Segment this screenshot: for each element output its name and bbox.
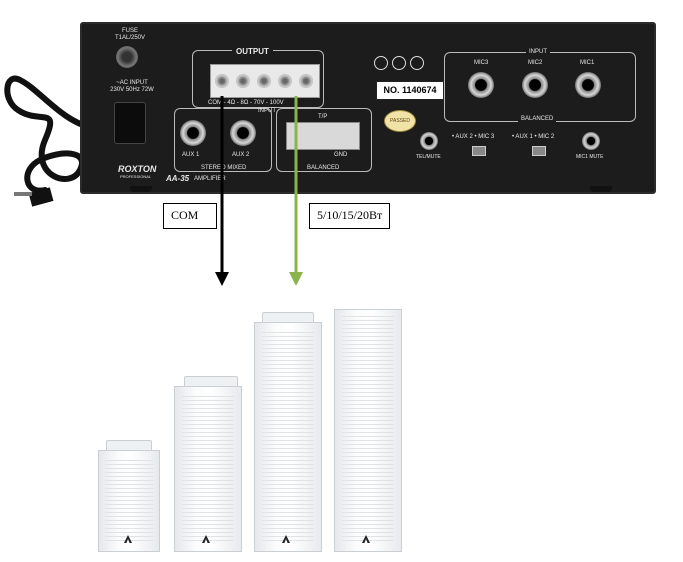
balanced-terminal-block (286, 122, 360, 150)
passed-sticker: PASSED (384, 110, 416, 132)
amplifier-word: AMPLIFIER (194, 176, 226, 182)
switch1-toggle[interactable] (472, 146, 486, 156)
speaker-xlarge-logo-icon (362, 535, 370, 543)
switch2-toggle[interactable] (532, 146, 546, 156)
watts-callout: 5/10/15/20Вт (309, 203, 391, 229)
aux1-label: AUX 1 (182, 152, 200, 158)
mic3-label: MIC3 (474, 60, 489, 66)
model-label: AA-35 (166, 174, 190, 183)
aux1-jack[interactable] (180, 120, 206, 146)
mic1mute-label: MIC1 MUTE (576, 154, 604, 160)
terminal-label: COM - 4Ω - 8Ω - 70V - 100V (208, 100, 284, 106)
ac-input-label: ~AC INPUT 230V 50Hz 72W (110, 80, 154, 93)
mic1-jack[interactable] (575, 72, 601, 98)
brand-sub: PROFESSIONAL (120, 174, 152, 179)
balanced-input-box (276, 108, 372, 172)
amplifier-foot-left (130, 186, 152, 192)
mic2-jack[interactable] (522, 72, 548, 98)
balanced-label: BALANCED (304, 165, 343, 171)
speaker-medium-logo-icon (202, 535, 210, 543)
fuse-holder[interactable] (116, 46, 138, 68)
ac-input-socket (114, 102, 146, 144)
terminal-screw-8ohm[interactable] (257, 74, 271, 88)
terminal-screw-com[interactable] (215, 74, 229, 88)
com-arrowhead (215, 272, 229, 286)
mic-input-label: INPUT (526, 49, 550, 55)
telmute-knob[interactable] (420, 132, 438, 150)
speaker-large-logo-icon (282, 535, 290, 543)
input-label: INPUT (258, 108, 276, 114)
tp-label: T/P (318, 114, 328, 120)
amplifier-rear-panel: FUSE T1AL/250V ~AC INPUT 230V 50Hz 72W R… (80, 22, 656, 194)
terminal-screw-4ohm[interactable] (236, 74, 250, 88)
serial-number: NO. 1140674 (376, 81, 444, 100)
switch1-label: • AUX 2 • MIC 3 (452, 134, 495, 140)
mic2-label: MIC2 (528, 60, 543, 66)
com-callout: COM (163, 203, 217, 229)
watts-arrowhead (289, 272, 303, 286)
terminal-screw-70v[interactable] (278, 74, 292, 88)
fuse-label: FUSE T1AL/250V (114, 28, 146, 41)
mic1mute-knob[interactable] (582, 132, 600, 150)
amplifier-foot-right (590, 186, 612, 192)
terminal-screw-100v[interactable] (299, 74, 313, 88)
aux2-label: AUX 2 (232, 152, 250, 158)
mic-balanced-label: BALANCED (518, 116, 557, 122)
telmute-label: TEL/MUTE (416, 154, 441, 160)
mic3-jack[interactable] (468, 72, 494, 98)
certification-icons (372, 56, 438, 72)
output-label: OUTPUT (232, 47, 273, 56)
mic1-label: MIC1 (580, 60, 595, 66)
stereo-mixed-label: STEREO MIXED (198, 165, 250, 171)
aux2-jack[interactable] (230, 120, 256, 146)
speaker-small-logo-icon (124, 535, 132, 543)
gnd-label: GND (334, 152, 348, 158)
output-terminal-block (210, 64, 320, 98)
switch2-label: • AUX 1 • MIC 2 (512, 134, 555, 140)
brand-logo: ROXTON (118, 164, 157, 174)
